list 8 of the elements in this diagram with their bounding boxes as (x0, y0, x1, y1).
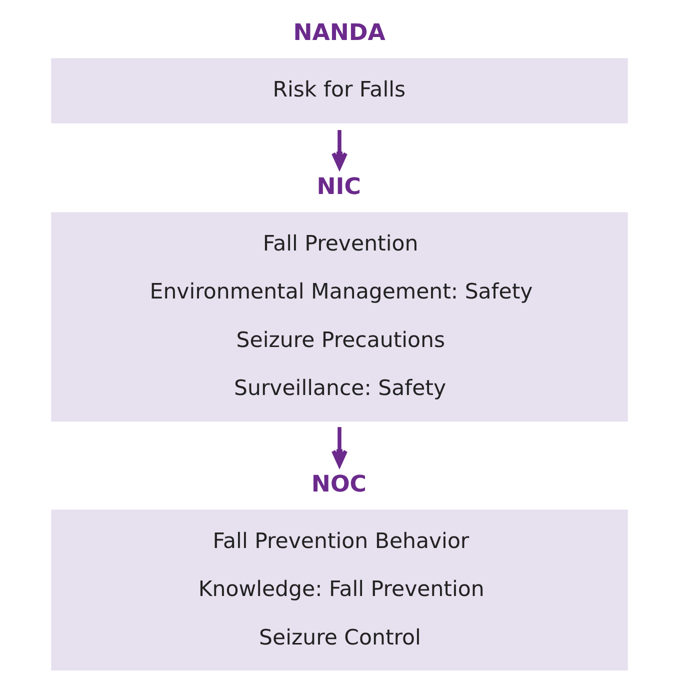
arrow (330, 427, 348, 467)
node-box: Fall Prevention Behavior Knowledge: Fall Prevention Seizure Control (50, 510, 628, 671)
node-label: NOC (310, 471, 366, 498)
arrow (330, 130, 348, 170)
node-label: NIC (316, 174, 360, 200)
node-label: NANDA (292, 20, 385, 46)
node-box: Risk for Falls (50, 58, 628, 124)
node-box: Fall Prevention Environmental Management: Safety Seizure Precautions Surveillance: Safety (50, 212, 628, 422)
